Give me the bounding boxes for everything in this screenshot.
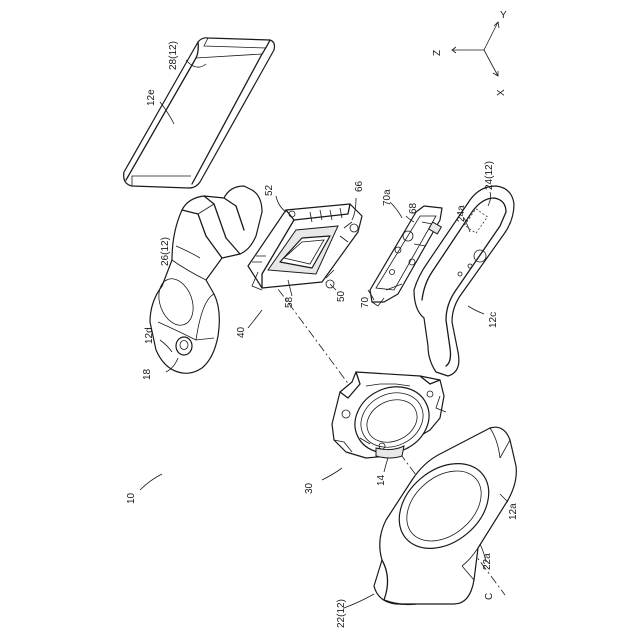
axes-triad: Y Z X (432, 10, 507, 96)
label-70a: 70a (382, 189, 393, 206)
label-40: 40 (236, 326, 247, 338)
label-50: 50 (336, 290, 347, 302)
grip-top-part (150, 186, 262, 373)
label-24: 24(12) (484, 161, 495, 190)
label-22a: 22a (482, 553, 493, 570)
axis-y-label: Y (500, 10, 507, 21)
label-68: 68 (408, 202, 419, 214)
label-10: 10 (126, 492, 137, 504)
label-58: 58 (284, 296, 295, 308)
label-12a: 12a (508, 503, 519, 520)
sensor-unit-part (248, 204, 362, 290)
lens-mount-unit-part (332, 372, 446, 465)
label-52: 52 (264, 184, 275, 196)
label-18: 18 (142, 368, 153, 380)
label-12d: 12d (144, 327, 155, 344)
label-12e: 12e (146, 89, 157, 106)
axis-z-label: Z (432, 50, 443, 56)
label-C: C (484, 593, 495, 600)
label-24a: 24a (456, 205, 467, 222)
label-28: 28(12) (168, 41, 179, 70)
label-14: 14 (376, 474, 387, 486)
label-30: 30 (304, 482, 315, 494)
label-70: 70 (360, 296, 371, 308)
label-66: 66 (354, 180, 365, 192)
label-12c: 12c (488, 312, 499, 328)
axis-x-label: X (496, 89, 507, 96)
top-cover-part (124, 38, 275, 188)
label-22: 22(12) (336, 599, 347, 628)
label-26: 26(12) (160, 237, 171, 266)
